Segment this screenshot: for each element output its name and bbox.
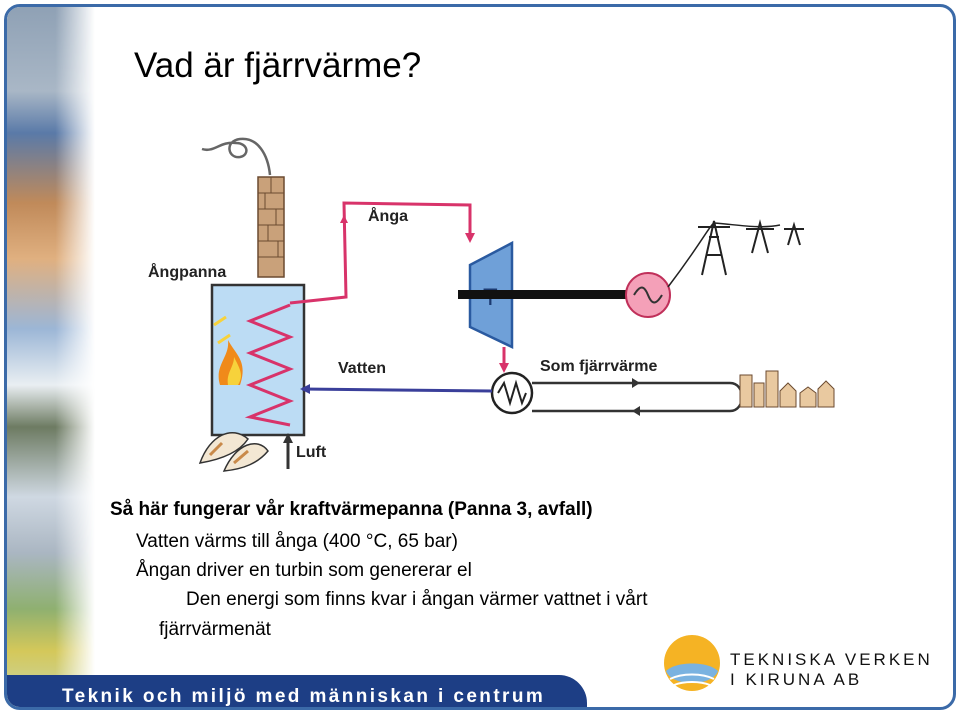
steam-pipe (289, 201, 472, 305)
company-name-line-1: TEKNISKA VERKEN (730, 650, 933, 669)
label-water: Vatten (338, 360, 386, 377)
slide-frame (4, 4, 956, 710)
photo-collage (7, 7, 95, 707)
label-air: Luft (296, 444, 327, 461)
text-line-4: fjärrvärmenät (159, 619, 271, 640)
text-line-2: Ångan driver en turbin som genererar el (136, 560, 472, 581)
text-line-3: Den energi som finns kvar i ångan värmer… (186, 589, 648, 610)
label-district-heating: Som fjärrvärme (540, 358, 657, 375)
company-name-line-2: I KIRUNA AB (730, 670, 863, 689)
label-steam: Ånga (368, 206, 408, 225)
footer-bar (7, 675, 587, 707)
pylon-icon (698, 219, 804, 276)
text-line-1: Vatten värms till ånga (400 °C, 65 bar) (136, 531, 458, 552)
waste-fuel-icon (198, 432, 269, 472)
turbine-shaft (458, 290, 628, 299)
district-heating-loop (532, 381, 744, 413)
slide-heading: Så här fungerar vår kraftvärmepanna (Pan… (110, 499, 593, 520)
company-logo-icon (664, 635, 720, 691)
footer-slogan: Teknik och miljö med människan i centrum (62, 686, 546, 707)
heating-coil (244, 303, 295, 427)
slide-title: Vad är fjärrvärme? (134, 46, 422, 85)
chimney (257, 176, 285, 278)
power-plant-diagram: Ånga Ångpanna T Vatten Som fjärrvärme (148, 137, 835, 472)
houses-icon (739, 370, 835, 408)
water-pipe (301, 387, 493, 393)
label-boiler: Ångpanna (148, 262, 226, 281)
smoke-curl (201, 137, 272, 176)
